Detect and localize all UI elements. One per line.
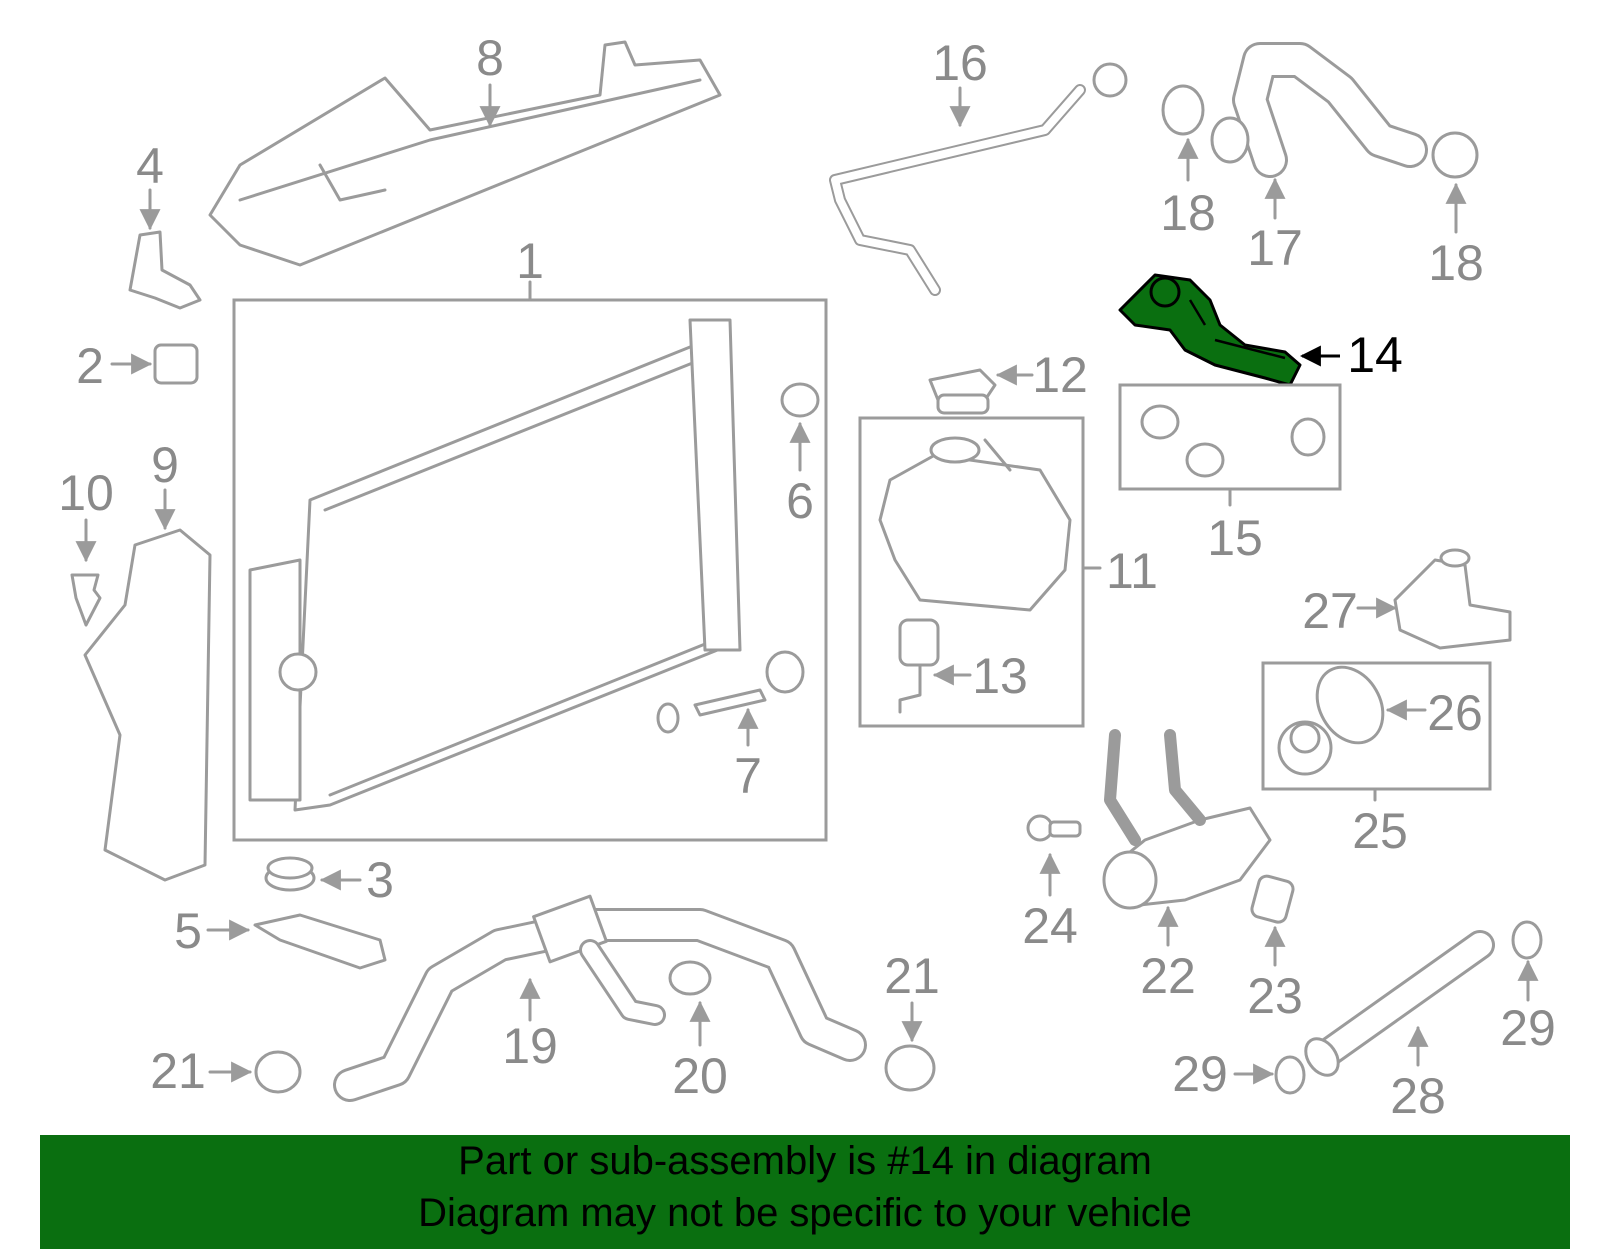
part-12-cap[interactable] xyxy=(928,368,997,415)
callout-21a: 21 xyxy=(150,1043,206,1099)
callout-18a: 18 xyxy=(1160,185,1216,241)
part-1-radiator[interactable] xyxy=(248,318,742,812)
part-17-hose[interactable] xyxy=(1210,42,1428,178)
callout-11: 11 xyxy=(1106,543,1158,599)
part-20-clamp[interactable] xyxy=(668,960,712,996)
callout-18b: 18 xyxy=(1428,235,1484,291)
part-8-radiator-cover[interactable] xyxy=(208,40,722,267)
part-26-seal[interactable] xyxy=(1304,655,1396,754)
callout-3: 3 xyxy=(366,852,394,908)
info-banner: Part or sub-assembly is #14 in diagram D… xyxy=(40,1135,1570,1249)
callout-14: 14 xyxy=(1347,327,1403,383)
callout-28: 28 xyxy=(1390,1068,1446,1124)
callout-8: 8 xyxy=(476,30,504,86)
callout-21b: 21 xyxy=(884,948,940,1004)
part-27-outlet[interactable] xyxy=(1393,548,1512,650)
part-28-pipe[interactable] xyxy=(1299,930,1495,1081)
callout-10: 10 xyxy=(58,465,114,521)
part-16-hose[interactable] xyxy=(829,62,1128,296)
callout-5: 5 xyxy=(174,903,202,959)
part-2-grommet[interactable] xyxy=(153,343,199,385)
part-18-clamp-a[interactable] xyxy=(1161,84,1205,136)
part-19-hose[interactable] xyxy=(333,894,867,1102)
callout-26: 26 xyxy=(1427,685,1483,741)
callout-4: 4 xyxy=(136,138,164,194)
callout-29b: 29 xyxy=(1172,1046,1228,1102)
part-13-sensor[interactable] xyxy=(898,618,940,714)
callout-29a: 29 xyxy=(1500,1000,1556,1056)
part-18-clamp-b[interactable] xyxy=(1431,131,1479,179)
callout-1: 1 xyxy=(516,233,544,289)
callout-15: 15 xyxy=(1207,510,1263,566)
part-29-oring-b[interactable] xyxy=(1274,1055,1306,1095)
callout-20: 20 xyxy=(672,1048,728,1104)
callout-25: 25 xyxy=(1352,803,1408,859)
part-6-isolator[interactable] xyxy=(780,382,820,418)
part-21-clamp-b[interactable] xyxy=(884,1044,936,1092)
part-9-deflector[interactable] xyxy=(83,528,212,882)
callout-16: 16 xyxy=(932,35,988,91)
banner-line-2: Diagram may not be specific to your vehi… xyxy=(418,1191,1192,1235)
part-11-box xyxy=(858,416,1085,728)
banner-line-1: Part or sub-assembly is #14 in diagram xyxy=(458,1139,1152,1183)
part-7-drain-plug[interactable] xyxy=(656,650,805,734)
part-24-bolt[interactable] xyxy=(1026,814,1082,842)
callout-13: 13 xyxy=(972,648,1028,704)
part-14-highlighted-hose[interactable] xyxy=(1118,273,1302,387)
callout-2: 2 xyxy=(76,338,104,394)
part-29-oring-a[interactable] xyxy=(1511,920,1543,960)
callout-6: 6 xyxy=(786,473,814,529)
part-4-bracket[interactable] xyxy=(128,230,202,310)
part-5-bracket[interactable] xyxy=(253,913,387,970)
callout-22: 22 xyxy=(1140,948,1196,1004)
callout-24: 24 xyxy=(1022,898,1078,954)
part-25-thermostat[interactable] xyxy=(1277,720,1333,776)
callout-19: 19 xyxy=(502,1018,558,1074)
part-10-push-pin[interactable] xyxy=(70,573,102,627)
callout-12: 12 xyxy=(1032,347,1088,403)
part-22-housing[interactable] xyxy=(1102,729,1272,910)
callout-23: 23 xyxy=(1247,968,1303,1024)
callout-9: 9 xyxy=(151,437,179,493)
callout-17: 17 xyxy=(1247,220,1303,276)
part-11-reservoir[interactable] xyxy=(878,436,1072,612)
callout-7: 7 xyxy=(734,748,762,804)
part-15-clamps[interactable] xyxy=(1140,404,1326,478)
parts-diagram: 8 4 2 1 6 7 9 10 xyxy=(58,30,1556,1124)
part-21-clamp-a[interactable] xyxy=(254,1050,302,1094)
part-3-insulator[interactable] xyxy=(264,856,316,892)
part-23-gasket[interactable] xyxy=(1250,874,1295,924)
callout-27: 27 xyxy=(1302,583,1358,639)
